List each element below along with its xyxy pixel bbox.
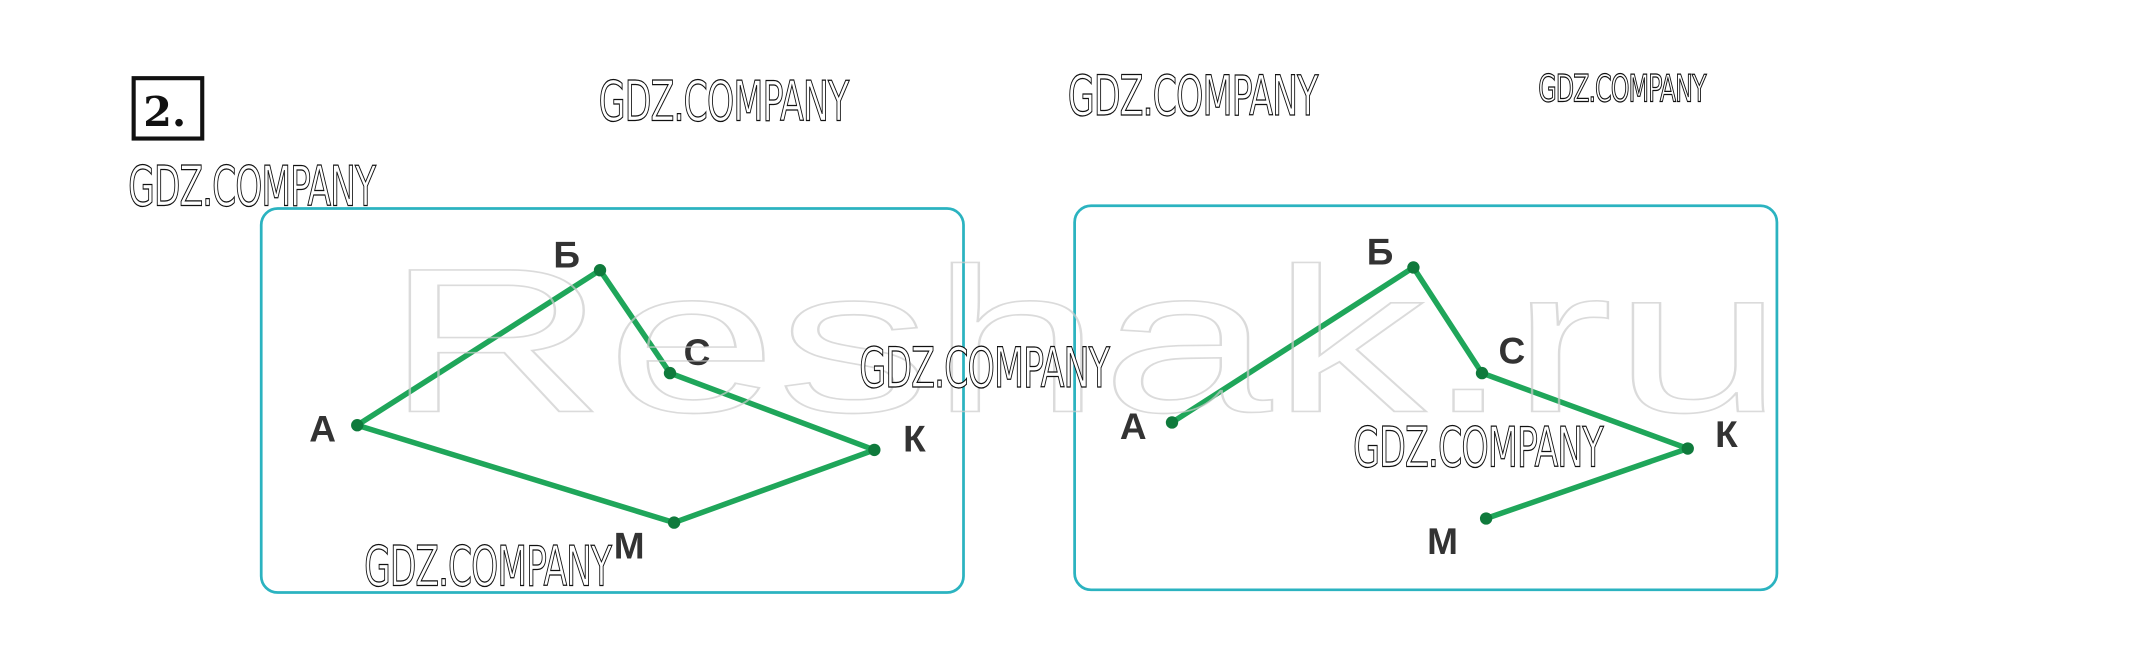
point-k <box>868 443 881 457</box>
point-b <box>1407 261 1420 274</box>
figure-1-closed-polyline: А Б С К М <box>309 233 926 566</box>
point-c <box>1475 366 1489 380</box>
watermark: GDZ.COMPANY <box>1068 64 1319 128</box>
task-number: 2. <box>131 76 205 141</box>
polyline-path <box>354 267 878 526</box>
watermark: GDZ.COMPANY <box>599 70 850 134</box>
label-a: А <box>309 408 336 450</box>
point-m <box>1479 512 1493 525</box>
figure-2-frame <box>1073 204 1779 592</box>
label-m: М <box>1427 520 1458 562</box>
label-b: Б <box>1367 231 1394 273</box>
svg-text:2.: 2. <box>143 87 186 136</box>
watermark: GDZ.COMPANY <box>128 155 376 219</box>
background-watermark: Reshak.ru <box>385 225 1784 455</box>
label-k: К <box>1715 413 1738 455</box>
point-a <box>1165 416 1179 429</box>
label-k: К <box>903 417 926 459</box>
point-k <box>1681 442 1694 455</box>
label-a: А <box>1120 405 1147 447</box>
watermark: GDZ.COMPANY <box>364 535 612 599</box>
label-c: С <box>1498 329 1525 371</box>
label-m: М <box>614 524 645 566</box>
watermark: GDZ.COMPANY <box>1353 415 1604 479</box>
figure-2-open-polyline: А Б С К М <box>1120 231 1738 562</box>
figure-1-frame <box>259 207 965 594</box>
watermark: GDZ.COMPANY <box>859 336 1110 400</box>
watermarks: GDZ.COMPANY GDZ.COMPANY GDZ.COMPANY GDZ.… <box>128 64 1709 600</box>
point-a <box>351 419 364 432</box>
watermark: GDZ.COMPANY <box>1538 68 1707 111</box>
label-b: Б <box>553 233 580 275</box>
label-c: С <box>684 331 711 373</box>
point-c <box>663 366 677 380</box>
point-m <box>667 516 681 529</box>
point-b <box>593 264 607 277</box>
